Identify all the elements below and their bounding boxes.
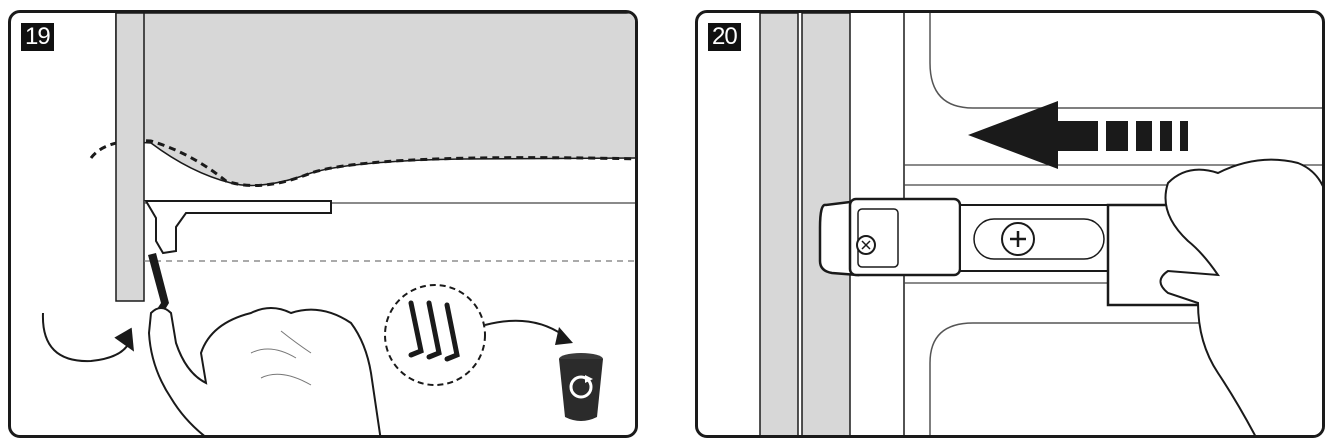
step-19-panel: 19 — [8, 10, 638, 438]
discard-arrow — [485, 321, 563, 335]
recycle-bin-icon — [559, 353, 603, 421]
glass-pane-top — [930, 13, 1325, 108]
step-19-illustration — [11, 13, 638, 438]
slide-arrow-icon — [968, 101, 1188, 169]
mounting-bracket — [146, 201, 331, 253]
hand-illustration — [1161, 160, 1326, 438]
step-number-badge: 20 — [708, 23, 741, 51]
window-frame-post — [116, 13, 144, 301]
frame-bar-left — [760, 13, 798, 438]
allen-key-inserted — [148, 253, 169, 313]
step-20-panel: 20 — [695, 10, 1325, 438]
step-20-illustration — [698, 13, 1325, 438]
hand-illustration — [149, 308, 381, 438]
step-number-badge: 19 — [21, 23, 54, 51]
slotted-rail — [960, 205, 1110, 271]
discard-arrow-head — [555, 327, 573, 345]
